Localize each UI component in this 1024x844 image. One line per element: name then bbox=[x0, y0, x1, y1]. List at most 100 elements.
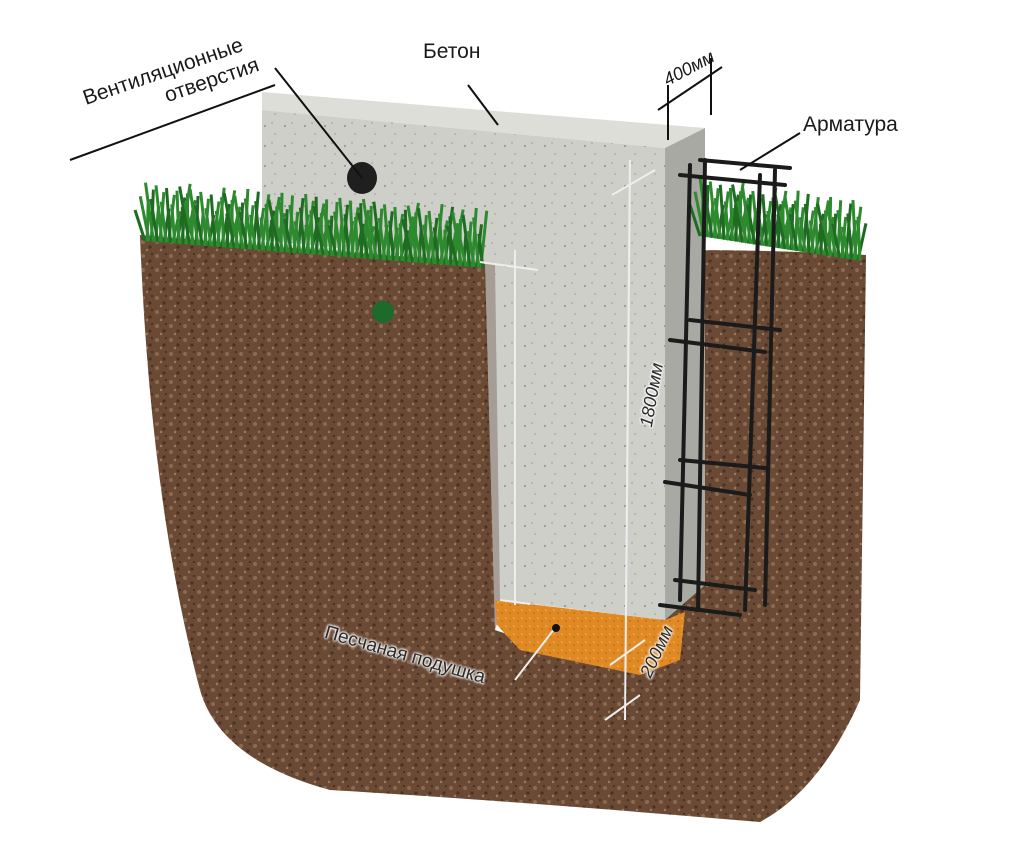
grass-blade bbox=[220, 197, 226, 248]
grass-blade bbox=[688, 204, 702, 237]
grass-blade bbox=[798, 217, 807, 253]
grass-blade bbox=[259, 217, 266, 251]
grass-blade bbox=[267, 199, 281, 252]
grass-blade bbox=[803, 203, 811, 253]
grass-blade bbox=[288, 204, 298, 254]
grass-blade bbox=[836, 210, 846, 259]
grass-blade bbox=[427, 210, 436, 265]
grass-blade bbox=[144, 182, 155, 242]
grass-blade bbox=[283, 218, 294, 253]
grass-blade bbox=[317, 222, 330, 256]
grass-blade bbox=[826, 206, 838, 258]
grass-blade bbox=[178, 186, 192, 245]
grass-blade bbox=[445, 225, 459, 267]
grass-blade bbox=[461, 214, 472, 268]
grass-blade bbox=[183, 202, 196, 246]
grass-blade bbox=[322, 208, 334, 257]
grass-blade bbox=[149, 198, 160, 243]
grass-blade bbox=[813, 207, 819, 255]
grass-blade bbox=[372, 201, 383, 260]
grass-blade bbox=[264, 203, 270, 251]
grass-blade bbox=[831, 223, 842, 258]
grass-blade bbox=[438, 213, 444, 265]
grass-blade bbox=[776, 214, 781, 249]
grass-blade bbox=[367, 215, 379, 260]
grass-blade bbox=[188, 189, 200, 246]
grass-blade bbox=[312, 205, 325, 256]
grass-blade bbox=[333, 211, 342, 257]
grass-blade bbox=[238, 211, 249, 250]
grass-blade bbox=[348, 200, 355, 258]
grass-blade bbox=[778, 210, 791, 251]
ventilation-hole-soil bbox=[372, 301, 394, 323]
grass-blade bbox=[713, 197, 722, 240]
grass-blade bbox=[808, 220, 815, 254]
grass-blade bbox=[723, 201, 730, 241]
grass-blade bbox=[225, 213, 230, 248]
rebar-cage bbox=[658, 158, 792, 617]
grass-blade bbox=[417, 208, 427, 264]
grass-blade bbox=[456, 228, 468, 267]
grass-blade bbox=[451, 211, 464, 267]
grass-blade bbox=[254, 200, 262, 251]
label-concrete: Бетон bbox=[423, 40, 481, 63]
grass-blade bbox=[175, 190, 181, 244]
grass-blade bbox=[170, 204, 177, 244]
grass-blade bbox=[819, 223, 823, 255]
grass-blade bbox=[338, 197, 347, 257]
grass-right-blades bbox=[688, 178, 868, 261]
grass-blade bbox=[204, 208, 213, 247]
grass-blade bbox=[472, 217, 481, 268]
grass-blade bbox=[728, 187, 734, 242]
grass-blade bbox=[766, 210, 773, 248]
grass-blade bbox=[846, 213, 854, 260]
grass-blade bbox=[199, 191, 209, 247]
grass-blade bbox=[354, 216, 359, 258]
grass-blade bbox=[193, 205, 204, 246]
grass-blade bbox=[398, 223, 404, 262]
grass-blade bbox=[228, 209, 240, 249]
grass-blade bbox=[773, 193, 787, 250]
grass-blade bbox=[443, 229, 449, 266]
grass-blade bbox=[841, 226, 850, 260]
grass-blade bbox=[783, 197, 795, 251]
grass-left-blades bbox=[133, 182, 489, 269]
grass-blade bbox=[222, 192, 236, 249]
grass-blade bbox=[343, 214, 351, 258]
dimension-lines bbox=[69, 58, 801, 721]
grass-blade bbox=[243, 198, 253, 250]
grass-blade bbox=[327, 224, 338, 257]
grass-blade bbox=[304, 193, 311, 255]
grass-blade bbox=[466, 230, 476, 268]
grass-blade bbox=[165, 187, 172, 244]
grass-blade bbox=[154, 185, 164, 243]
grass-blade bbox=[361, 198, 374, 260]
grass-blade bbox=[821, 219, 834, 257]
label-rebar: Арматура bbox=[803, 113, 898, 136]
concrete-top-face bbox=[262, 92, 705, 148]
grass-blade bbox=[138, 196, 151, 242]
grass-blade bbox=[746, 204, 757, 245]
grass-blade bbox=[741, 187, 753, 245]
grass-blade bbox=[309, 210, 315, 255]
grass-blade bbox=[708, 181, 718, 239]
grass-blade bbox=[180, 206, 185, 245]
sand-cushion bbox=[495, 600, 685, 675]
grass-blade bbox=[159, 201, 168, 243]
leader-dot bbox=[552, 624, 560, 632]
grass-blade bbox=[432, 227, 440, 265]
grass-blade bbox=[272, 215, 285, 253]
grass-blade bbox=[382, 204, 391, 261]
grass-blade bbox=[133, 209, 147, 242]
grass-blade bbox=[793, 200, 803, 252]
grass-blade bbox=[293, 221, 302, 254]
grass-blade bbox=[406, 205, 419, 263]
grass-blade bbox=[298, 207, 306, 254]
grass-blade bbox=[209, 194, 217, 247]
grass-blade bbox=[851, 199, 858, 261]
grass-blade bbox=[377, 217, 387, 261]
grass-blade bbox=[816, 203, 830, 256]
grass-blade bbox=[356, 212, 370, 260]
grass-blade bbox=[233, 195, 245, 249]
